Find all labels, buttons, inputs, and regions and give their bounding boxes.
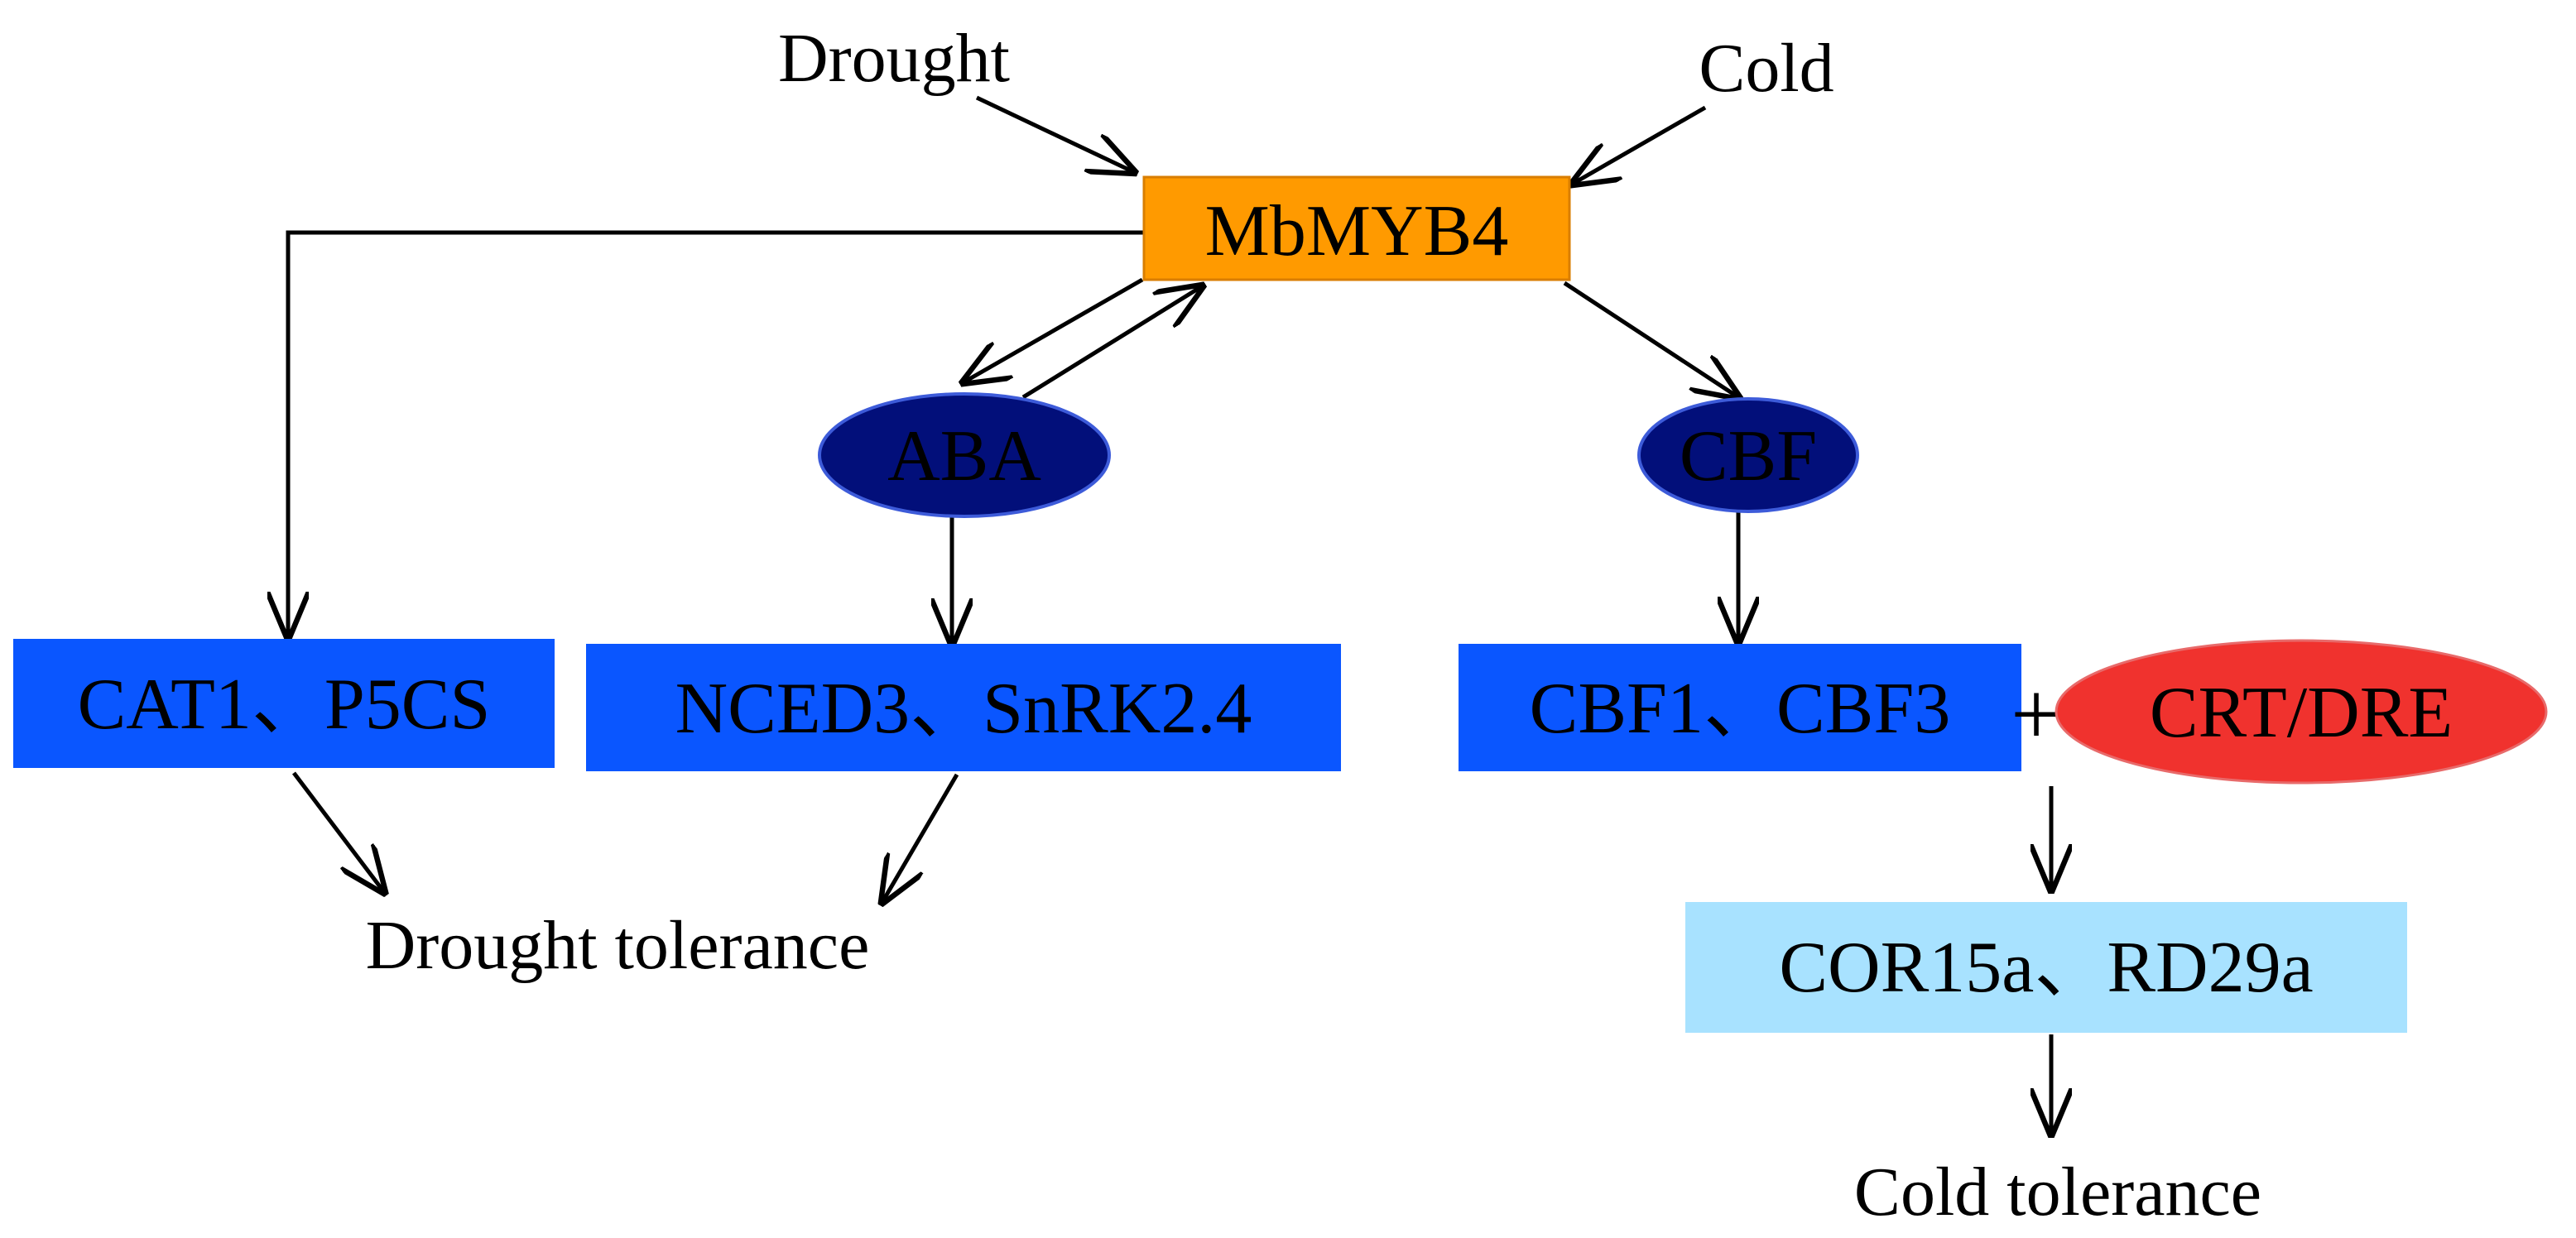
nced3-snrk-node: NCED3、SnRK2.4 — [586, 644, 1341, 771]
cbf-oval — [1637, 397, 1859, 513]
cat1-p5cs-node: CAT1、P5CS — [13, 639, 555, 768]
mbmyb4-box — [1142, 175, 1571, 281]
arrow-aba-to-mbmyb4 — [1021, 286, 1202, 400]
cbf1-cbf3-box — [1459, 644, 2021, 771]
aba-node: ABA — [818, 392, 1111, 518]
cor-rd-node: COR15a、RD29a — [1685, 902, 2407, 1033]
cbf-node: CBF — [1637, 397, 1859, 513]
cbf1-cbf3-node: CBF1、CBF3 — [1459, 644, 2021, 771]
arrow-mbmyb4-to-cat1-p5cs — [288, 230, 1144, 637]
aba-label: ABA — [887, 416, 1041, 497]
arrow-mbmyb4-to-cbf — [1563, 281, 1738, 397]
cbf-label: CBF — [1680, 416, 1817, 497]
cbf1-cbf3-label: CBF1、CBF3 — [1530, 669, 1951, 749]
arrow-drought-to-mbmyb4 — [975, 95, 1134, 172]
crt-dre-node: CRT/DRE — [2055, 639, 2548, 785]
cat1-p5cs-box — [13, 639, 555, 768]
plus-sign: + — [2011, 664, 2062, 765]
cold-tolerance-label: Cold tolerance — [1854, 1154, 2261, 1231]
cor-rd-label: COR15a、RD29a — [1779, 928, 2313, 1008]
cold-label: Cold — [1699, 30, 1833, 107]
drought-label: Drought — [778, 20, 1010, 97]
nced3-snrk-box — [586, 644, 1341, 771]
cor-rd-box — [1685, 902, 2407, 1033]
crt-dre-oval — [2055, 639, 2548, 785]
arrow-cold-to-mbmyb4 — [1573, 105, 1707, 184]
crt-dre-label: CRT/DRE — [2150, 673, 2453, 753]
arrow-cat1-to-drought-tolerance — [292, 771, 384, 892]
drought-tolerance-label: Drought tolerance — [366, 907, 870, 984]
nced3-snrk-label: NCED3、SnRK2.4 — [675, 669, 1252, 749]
arrow-mbmyb4-to-aba — [964, 277, 1144, 382]
cat1-p5cs-label: CAT1、P5CS — [78, 665, 491, 745]
mbmyb4-label: MbMYB4 — [1205, 191, 1509, 271]
mbmyb4-node: MbMYB4 — [1142, 175, 1571, 281]
arrow-nced3-to-drought-tolerance — [882, 773, 959, 902]
aba-oval — [818, 392, 1111, 518]
